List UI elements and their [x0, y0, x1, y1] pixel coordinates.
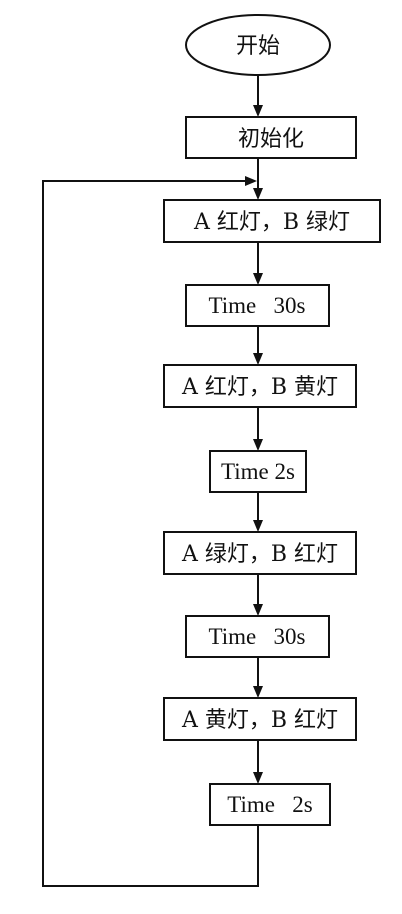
edge-start-init [253, 75, 263, 117]
node-state-3-label: A 绿灯，B 红灯 [181, 542, 338, 567]
edge-timer-1-state-2 [253, 326, 263, 365]
node-init: 初始化 [185, 116, 357, 159]
edge-state-2-timer-2 [253, 407, 263, 451]
node-start-label: 开始 [236, 34, 280, 59]
node-state-2-label: A 红灯，B 黄灯 [181, 375, 338, 400]
node-timer-2: Time 2s [209, 450, 307, 493]
node-timer-1-label: Time 30s [209, 293, 306, 318]
edge-state-3-timer-3 [253, 574, 263, 616]
node-state-1-label: A 红灯，B 绿灯 [193, 210, 350, 235]
node-init-label: 初始化 [238, 127, 304, 152]
node-state-3: A 绿灯，B 红灯 [163, 531, 357, 575]
edge-timer-2-state-3 [253, 492, 263, 532]
node-timer-3-label: Time 30s [209, 624, 306, 649]
node-timer-4-label: Time 2s [227, 792, 312, 817]
edge-state-4-timer-4 [253, 740, 263, 784]
node-start: 开始 [185, 14, 331, 76]
node-timer-4: Time 2s [209, 783, 331, 826]
node-state-2: A 红灯，B 黄灯 [163, 364, 357, 408]
node-state-4-label: A 黄灯，B 红灯 [181, 708, 338, 733]
node-state-4: A 黄灯，B 红灯 [163, 697, 357, 741]
node-timer-1: Time 30s [185, 284, 330, 327]
node-timer-3: Time 30s [185, 615, 330, 658]
edge-init-state-1 [253, 158, 263, 200]
edge-loop-back [42, 176, 259, 887]
node-state-1: A 红灯，B 绿灯 [163, 199, 381, 243]
edge-timer-3-state-4 [253, 657, 263, 698]
node-timer-2-label: Time 2s [221, 459, 295, 484]
edge-state-1-timer-1 [253, 242, 263, 285]
